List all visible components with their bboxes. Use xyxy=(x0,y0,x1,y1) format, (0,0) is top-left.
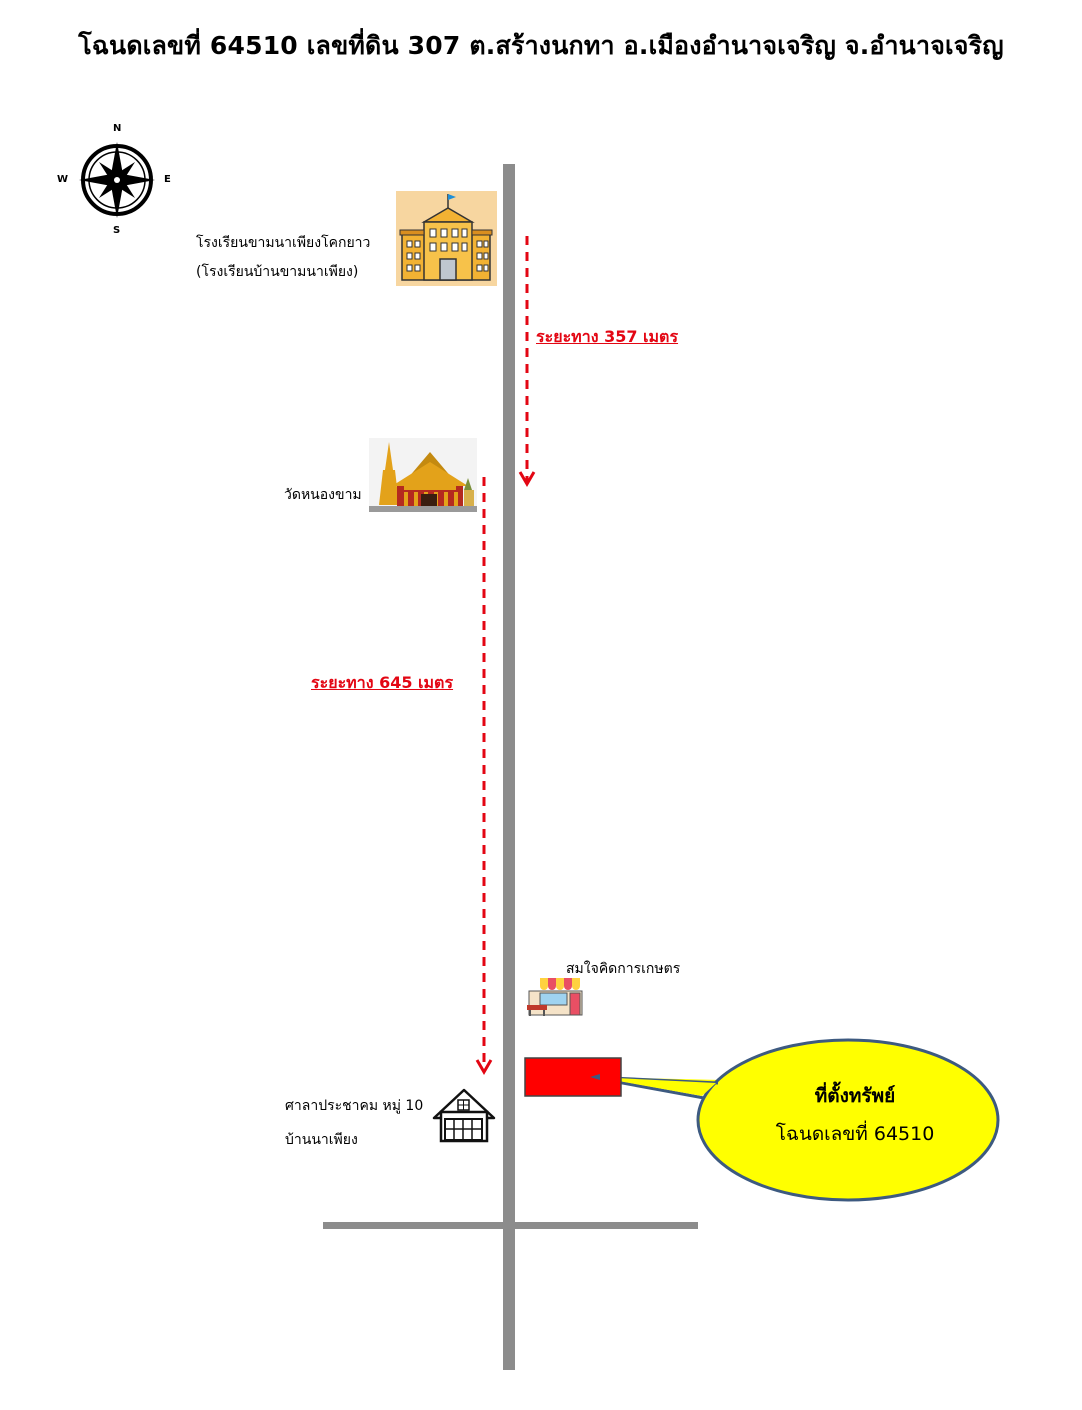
callout-pointer-tip xyxy=(590,1074,600,1080)
compass-south-label: S xyxy=(113,225,121,236)
shop-icon xyxy=(527,978,583,1016)
arrow-temple-to-hall xyxy=(475,477,493,1075)
school-building-icon xyxy=(396,191,497,286)
cross-road xyxy=(323,1222,698,1229)
school-name-line1: โรงเรียนขามนาเพียงโคกยาว xyxy=(196,235,371,251)
callout-line2: โฉนดเลขที่ 64510 xyxy=(775,1123,935,1145)
temple-name: วัดหนองขาม xyxy=(284,487,362,503)
temple-icon xyxy=(369,438,477,512)
main-road xyxy=(503,164,515,1370)
shop-name: สมใจคิดการเกษตร xyxy=(566,961,681,977)
compass-west-label: W xyxy=(57,174,69,185)
compass-north-label: N xyxy=(113,123,122,134)
school-name-line2: (โรงเรียนบ้านขามนาเพียง) xyxy=(196,264,359,280)
compass-east-label: E xyxy=(164,174,171,185)
hall-name-line1: ศาลาประชาคม หมู่ 10 xyxy=(285,1098,424,1114)
callout-line1: ที่ตั้งทรัพย์ xyxy=(814,1085,896,1107)
property-callout xyxy=(589,1038,1000,1202)
arrow-school-to-temple xyxy=(518,236,536,487)
roads xyxy=(323,164,698,1370)
distance-label-357: ระยะทาง 357 เมตร xyxy=(536,327,679,346)
property-marker xyxy=(524,1057,622,1097)
compass-icon xyxy=(79,142,155,218)
house-icon xyxy=(432,1088,496,1143)
map-title: โฉนดเลขที่ 64510 เลขที่ดิน 307 ต.สร้างนก… xyxy=(78,31,1004,60)
callout-text: ที่ตั้งทรัพย์ โฉนดเลขที่ 64510 xyxy=(720,1077,990,1153)
distance-label-645: ระยะทาง 645 เมตร xyxy=(311,673,454,692)
hall-name-line2: บ้านนาเพียง xyxy=(285,1132,358,1148)
